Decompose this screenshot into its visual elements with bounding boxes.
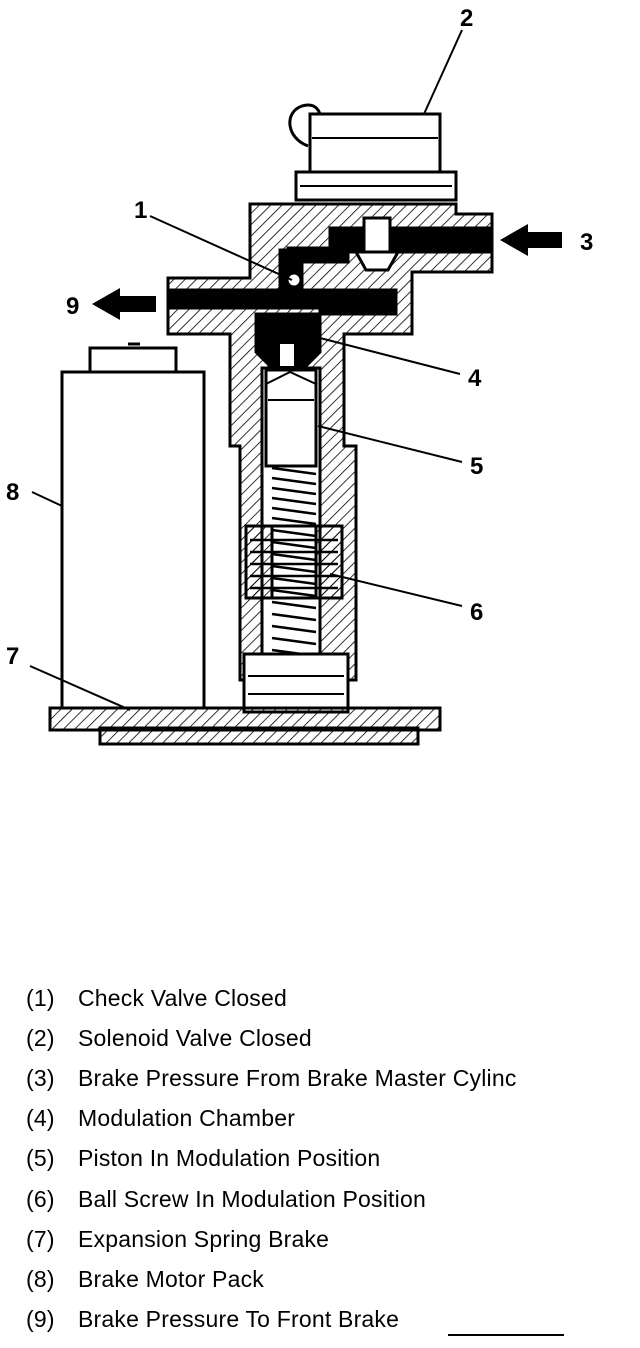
legend-list: (1) Check Valve Closed (2) Solenoid Valv…	[26, 978, 640, 1340]
legend-item: (8) Brake Motor Pack	[26, 1259, 640, 1299]
legend-label: Solenoid Valve Closed	[78, 1024, 312, 1051]
legend-number: (8)	[26, 1265, 55, 1292]
inlet-arrow-icon	[500, 224, 562, 256]
legend-label: Piston In Modulation Position	[78, 1145, 381, 1172]
legend-label: Ball Screw In Modulation Position	[78, 1185, 426, 1212]
ball-screw-spring	[250, 466, 338, 658]
footer-rule	[448, 1334, 564, 1336]
callout-4: 4	[468, 365, 482, 392]
callout-1: 1	[134, 197, 147, 224]
callout-3: 3	[580, 229, 593, 256]
legend-label: Check Valve Closed	[78, 984, 287, 1011]
outlet-arrow-icon	[92, 288, 156, 320]
legend-number: (2)	[26, 1024, 55, 1051]
callout-7: 7	[6, 643, 19, 670]
legend-number: (1)	[26, 984, 55, 1011]
legend-item: (5) Piston In Modulation Position	[26, 1139, 640, 1179]
callout-6: 6	[470, 599, 483, 626]
legend-number: (4)	[26, 1105, 55, 1132]
legend-number: (5)	[26, 1145, 55, 1172]
legend-item: (7) Expansion Spring Brake	[26, 1219, 640, 1259]
brake-modulator-diagram: 1 2 3 4 5 6 7 8 9	[6, 5, 593, 746]
legend-item: (2) Solenoid Valve Closed	[26, 1018, 640, 1058]
base-plate	[48, 652, 442, 746]
callout-9: 9	[66, 293, 79, 320]
legend-item: (3) Brake Pressure From Brake Master Cyl…	[26, 1058, 640, 1098]
callout-5: 5	[470, 453, 483, 480]
valve-body	[166, 202, 494, 682]
legend-item: (1) Check Valve Closed	[26, 978, 640, 1018]
legend-item: (9) Brake Pressure To Front Brake	[26, 1300, 640, 1340]
legend-number: (7)	[26, 1225, 55, 1252]
callout-2: 2	[460, 5, 473, 32]
legend-label: Brake Pressure From Brake Master Cylinc	[78, 1064, 517, 1091]
legend-label: Modulation Chamber	[78, 1105, 296, 1132]
solenoid-valve	[288, 103, 458, 202]
legend-label: Brake Pressure To Front Brake	[78, 1306, 400, 1333]
legend-item: (6) Ball Screw In Modulation Position	[26, 1179, 640, 1219]
legend-label: Brake Motor Pack	[78, 1265, 264, 1292]
leader-lines	[29, 29, 463, 711]
legend-number: (3)	[26, 1064, 55, 1091]
callout-8: 8	[6, 479, 19, 506]
legend-label: Expansion Spring Brake	[78, 1225, 330, 1252]
legend-item: (4) Modulation Chamber	[26, 1099, 640, 1139]
brake-motor-pack	[60, 342, 206, 710]
legend-number: (9)	[26, 1306, 55, 1333]
legend-number: (6)	[26, 1185, 55, 1212]
